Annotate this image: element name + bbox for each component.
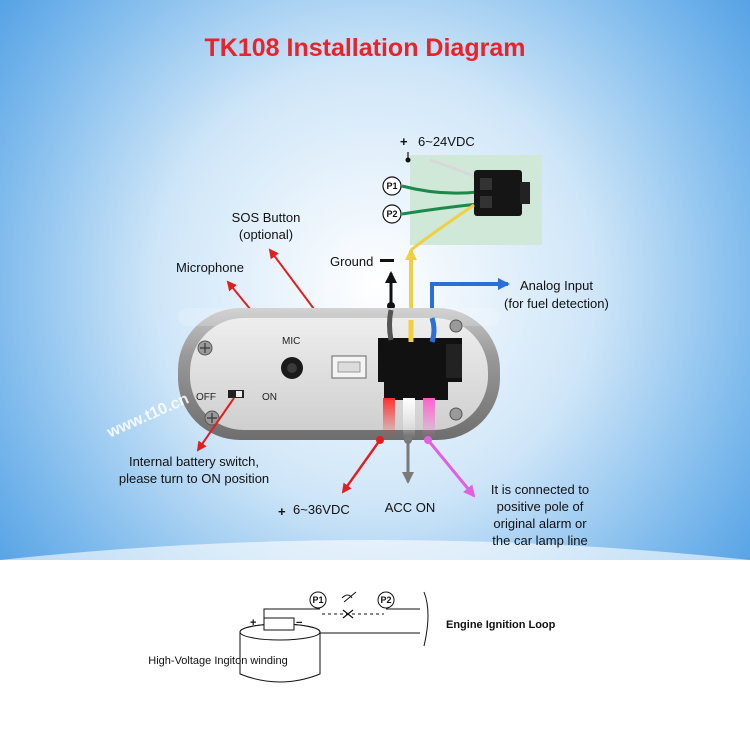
sos-port-inner bbox=[337, 361, 361, 373]
battery-text-1: Internal battery switch, bbox=[129, 454, 259, 469]
connector-pin-slot bbox=[480, 196, 492, 208]
cut-icon bbox=[342, 609, 354, 619]
winding-terminal bbox=[263, 617, 295, 631]
minus-icon bbox=[380, 259, 394, 262]
plus-icon: + bbox=[278, 504, 286, 519]
winding-minus: − bbox=[296, 617, 302, 629]
ignition-p1-circle bbox=[309, 591, 327, 609]
wire-red-glow bbox=[383, 398, 395, 438]
connector-latch bbox=[520, 182, 530, 204]
screw-icon bbox=[449, 319, 463, 333]
yellow-wire-top bbox=[410, 203, 475, 252]
sos-text-1: SOS Button bbox=[232, 210, 301, 225]
power-bottom-label: + 6~36VDC bbox=[278, 502, 350, 519]
wire-blue bbox=[429, 317, 437, 343]
analog-input-text-1: Analog Input bbox=[520, 278, 593, 293]
wire-green-p2 bbox=[401, 202, 479, 216]
power-bottom-text: 6~36VDC bbox=[293, 502, 350, 517]
wire-white-glow bbox=[403, 398, 415, 438]
ignition-loop-schematic: P1 P2 Engine Ignition Loop + − High-Volt… bbox=[148, 591, 556, 683]
battery-switch-arrow bbox=[196, 397, 235, 452]
alarm-arrow bbox=[426, 439, 476, 498]
power-bottom-arrow bbox=[341, 439, 381, 494]
winding-body bbox=[239, 632, 321, 683]
plus-icon: + bbox=[400, 134, 408, 149]
ignition-p2-text: P2 bbox=[380, 595, 391, 605]
tk108-device: MIC OFF ON bbox=[178, 308, 500, 440]
wire-black bbox=[387, 309, 394, 341]
p2-circle bbox=[382, 204, 402, 224]
alarm-text-3: original alarm or bbox=[493, 516, 587, 531]
ground-text: Ground bbox=[330, 254, 373, 269]
lower-panel bbox=[0, 560, 750, 750]
power-top-label: + 6~24VDC bbox=[400, 134, 475, 163]
winding-plus: + bbox=[250, 617, 256, 629]
battery-switch-knob bbox=[236, 391, 242, 397]
mic-hole-inner bbox=[287, 363, 297, 373]
ignition-p1-text: P1 bbox=[312, 595, 323, 605]
alarm-text-2: positive pole of bbox=[497, 499, 584, 514]
p1-circle bbox=[382, 176, 402, 196]
power-top-text: 6~24VDC bbox=[418, 134, 475, 149]
power-top-dot bbox=[405, 157, 411, 163]
screw-slot bbox=[200, 343, 210, 353]
diagram-title: TK108 Installation Diagram bbox=[205, 34, 526, 62]
lower-panel-fade bbox=[0, 540, 750, 580]
loop-bracket bbox=[423, 591, 429, 647]
connector-pin-slot bbox=[480, 178, 492, 190]
alarm-text-1: It is connected to bbox=[491, 482, 589, 497]
wire-pink-glow bbox=[423, 398, 435, 438]
harness-latch bbox=[446, 344, 462, 378]
screw-slot bbox=[207, 413, 217, 423]
p2-text: P2 bbox=[386, 209, 397, 219]
wire-green-p1 bbox=[401, 184, 479, 195]
battery-text-2: please turn to ON position bbox=[119, 471, 269, 486]
power-connector bbox=[401, 155, 542, 245]
acc-on-text: ACC ON bbox=[385, 500, 436, 515]
analog-input-label: Analog Input (for fuel detection) bbox=[428, 278, 609, 322]
sos-text-2: (optional) bbox=[239, 227, 293, 242]
ignition-p2-circle bbox=[377, 591, 395, 609]
analog-input-text-2: (for fuel detection) bbox=[504, 296, 609, 311]
p2-badge: P2 bbox=[382, 204, 402, 224]
ground-label: Ground bbox=[330, 254, 397, 310]
off-marking: OFF bbox=[196, 392, 216, 403]
analog-input-arrow bbox=[430, 278, 510, 318]
mic-marking: MIC bbox=[282, 336, 300, 347]
winding-text: High-Voltage Ingiton winding bbox=[148, 655, 287, 667]
screw-icon bbox=[449, 407, 463, 421]
p1-text: P1 bbox=[386, 181, 397, 191]
microphone-text: Microphone bbox=[176, 260, 244, 275]
on-marking: ON bbox=[262, 392, 277, 403]
alarm-text-4: the car lamp line bbox=[492, 533, 587, 548]
wire-harness-lower bbox=[384, 380, 448, 400]
p1-badge: P1 bbox=[382, 176, 402, 196]
engine-loop-text: Engine Ignition Loop bbox=[446, 619, 556, 631]
connector-plug bbox=[474, 170, 522, 216]
scissors-icon bbox=[341, 591, 357, 603]
